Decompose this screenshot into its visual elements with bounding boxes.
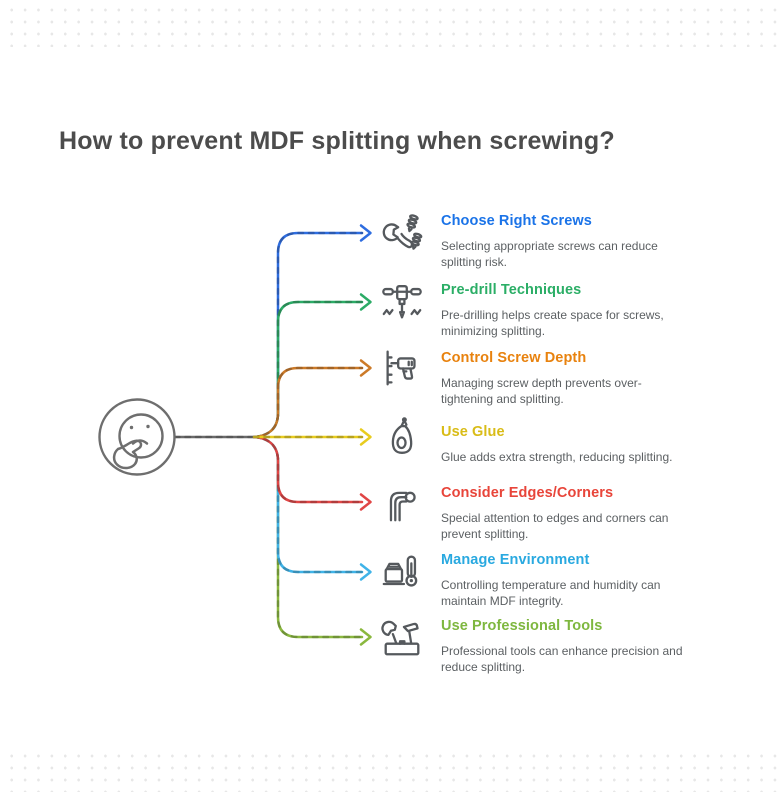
dot-pattern-top: [0, 0, 781, 47]
arrow-icon-7: [359, 628, 372, 646]
wrench-screws-icon: [379, 210, 425, 256]
drill-icon: [379, 345, 425, 391]
connector-line-2: [252, 300, 364, 439]
list-item: Use Professional Tools Professional tool…: [441, 618, 692, 675]
arrow-icon-1: [359, 224, 372, 242]
item-description: Selecting appropriate screws can reduce …: [441, 239, 658, 269]
list-item: Use Glue Glue adds extra strength, reduc…: [441, 424, 692, 465]
connector-line-5: [252, 435, 364, 504]
hex-key-icon: [379, 479, 425, 525]
arrow-icon-6: [359, 563, 372, 581]
list-item: Manage Environment Controlling temperatu…: [441, 552, 692, 609]
connector-line-6-dashes: [252, 435, 364, 574]
list-item: Control Screw Depth Managing screw depth…: [441, 350, 692, 407]
list-item: Pre-drill Techniques Pre-drilling helps …: [441, 282, 692, 339]
connector-line-7-dashes: [252, 435, 364, 639]
connector-line-1-dashes: [252, 231, 364, 439]
item-title: Use Professional Tools: [441, 618, 603, 634]
item-title: Use Glue: [441, 424, 505, 440]
connector-line-5-dashes: [252, 435, 364, 504]
list-item: Consider Edges/Corners Special attention…: [441, 485, 692, 542]
list-item: Choose Right Screws Selecting appropriat…: [441, 213, 692, 270]
item-title: Choose Right Screws: [441, 213, 592, 229]
item-description: Managing screw depth prevents over-tight…: [441, 376, 642, 406]
connector-line-7: [252, 435, 364, 639]
arrow-icon-2: [359, 293, 372, 311]
glue-bottle-icon: [379, 414, 425, 460]
thermometer-box-icon: [379, 549, 425, 595]
connector-line-3: [252, 366, 364, 439]
arrow-icon-3: [359, 359, 372, 377]
connector-line-6: [252, 435, 364, 574]
toolbox-icon: [379, 614, 425, 660]
item-title: Control Screw Depth: [441, 350, 587, 366]
connector-line-3-dashes: [252, 366, 364, 439]
page-title: How to prevent MDF splitting when screwi…: [59, 126, 615, 155]
item-description: Pre-drilling helps create space for scre…: [441, 308, 664, 338]
item-description: Special attention to edges and corners c…: [441, 511, 669, 541]
item-description: Glue adds extra strength, reducing split…: [441, 450, 673, 464]
arrow-icon-4: [359, 428, 372, 446]
item-description: Controlling temperature and humidity can…: [441, 578, 661, 608]
item-title: Consider Edges/Corners: [441, 485, 614, 501]
item-title: Manage Environment: [441, 552, 590, 568]
connector-line-2-dashes: [252, 300, 364, 439]
connector-line-1: [252, 231, 364, 439]
thinking-face-icon: [98, 398, 176, 476]
item-title: Pre-drill Techniques: [441, 282, 582, 298]
arrow-icon-5: [359, 493, 372, 511]
jackhammer-icon: [379, 279, 425, 325]
dot-pattern-bottom: [0, 746, 781, 792]
item-description: Professional tools can enhance precision…: [441, 644, 683, 674]
